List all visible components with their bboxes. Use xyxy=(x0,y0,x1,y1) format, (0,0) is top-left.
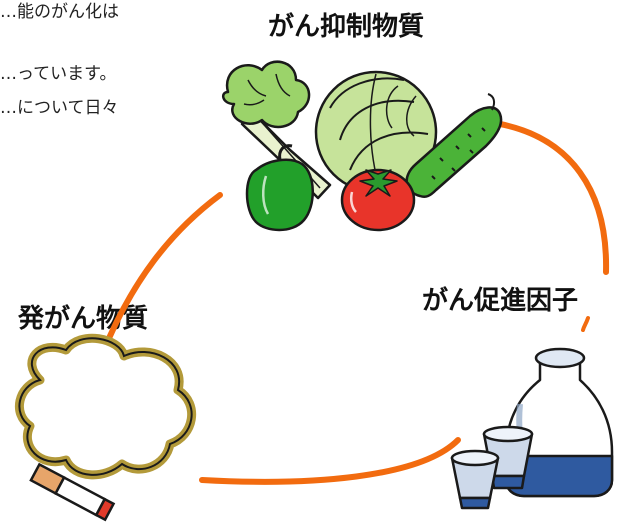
paragraph-fragment-3: …について日々 xyxy=(0,98,119,118)
arc-suppressors-to-promoters xyxy=(497,121,610,275)
arc-carcinogens-to-suppressors xyxy=(101,192,223,353)
label-cancer-suppressors: がん抑制物質 xyxy=(268,12,425,42)
vegetables-illustration xyxy=(221,60,503,232)
paragraph-fragment-1: …能のがん化は xyxy=(0,2,119,22)
label-cancer-promoters: がん促進因子 xyxy=(422,286,579,316)
paragraph-fragment-2: …っています。 xyxy=(0,64,117,84)
arc-promoters-to-carcinogens xyxy=(199,437,461,485)
cigarette-smoke-illustration xyxy=(15,333,197,522)
arc-promoters-tick xyxy=(581,316,590,332)
sake-bottle-and-cups-illustration xyxy=(450,347,614,510)
